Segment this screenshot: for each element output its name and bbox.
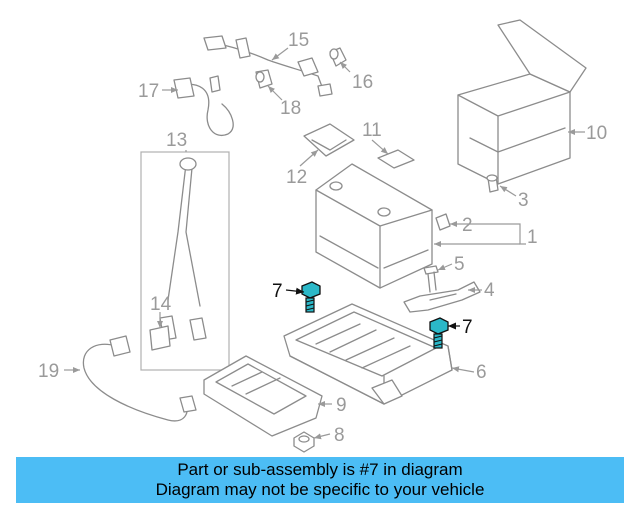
callout-16: 16 [352, 72, 373, 93]
bolt-part-7-lower[interactable] [429, 317, 449, 349]
callout-6: 6 [476, 362, 487, 383]
bracket-part-14[interactable] [149, 325, 171, 351]
battery-box-part-10[interactable] [457, 19, 587, 185]
callout-8: 8 [334, 425, 345, 446]
callout-19: 19 [38, 361, 59, 382]
harness-part-15[interactable] [203, 35, 333, 97]
callout-4: 4 [484, 280, 495, 301]
callout-15: 15 [288, 30, 309, 51]
callout-5: 5 [454, 254, 465, 275]
bolt-part-5[interactable] [423, 265, 439, 293]
lower-tray-part-9[interactable] [203, 355, 323, 437]
callout-14: 14 [150, 294, 172, 315]
callout-12: 12 [286, 167, 307, 188]
bolt-part-7-upper[interactable] [301, 281, 321, 313]
nut-part-8[interactable] [293, 431, 315, 453]
ground-cable-part-19[interactable] [82, 335, 197, 422]
clamp-part-4[interactable] [403, 281, 481, 313]
cover-part-12[interactable] [303, 123, 355, 157]
leader-lines [64, 47, 585, 440]
callout-11: 11 [362, 120, 382, 141]
cable-part-17[interactable] [173, 75, 234, 136]
callout-17: 17 [138, 81, 159, 102]
callout-18: 18 [280, 98, 301, 119]
callout-3: 3 [518, 190, 529, 211]
battery-part-1[interactable] [315, 163, 451, 289]
clip-part-18[interactable] [255, 69, 273, 89]
banner-line-disclaimer: Diagram may not be specific to your vehi… [155, 480, 485, 499]
info-banner: Part or sub-assembly is #7 in diagram Di… [16, 457, 624, 503]
callout-1: 1 [527, 227, 538, 248]
pad-part-11[interactable] [377, 149, 415, 169]
cap-part-3[interactable] [486, 174, 499, 193]
callout-2: 2 [462, 215, 473, 236]
callout-10: 10 [586, 123, 607, 144]
callout-13: 13 [166, 130, 187, 151]
callout-7-lower: 7 [462, 317, 473, 338]
callout-7-upper: 7 [272, 281, 283, 302]
parts-diagram: 1 2 3 4 5 6 7 7 8 9 10 11 12 13 14 15 16… [38, 19, 607, 453]
banner-line-part-number: Part or sub-assembly is #7 in diagram [177, 460, 463, 479]
callout-9: 9 [336, 395, 347, 416]
connector-part-16[interactable] [329, 47, 347, 67]
